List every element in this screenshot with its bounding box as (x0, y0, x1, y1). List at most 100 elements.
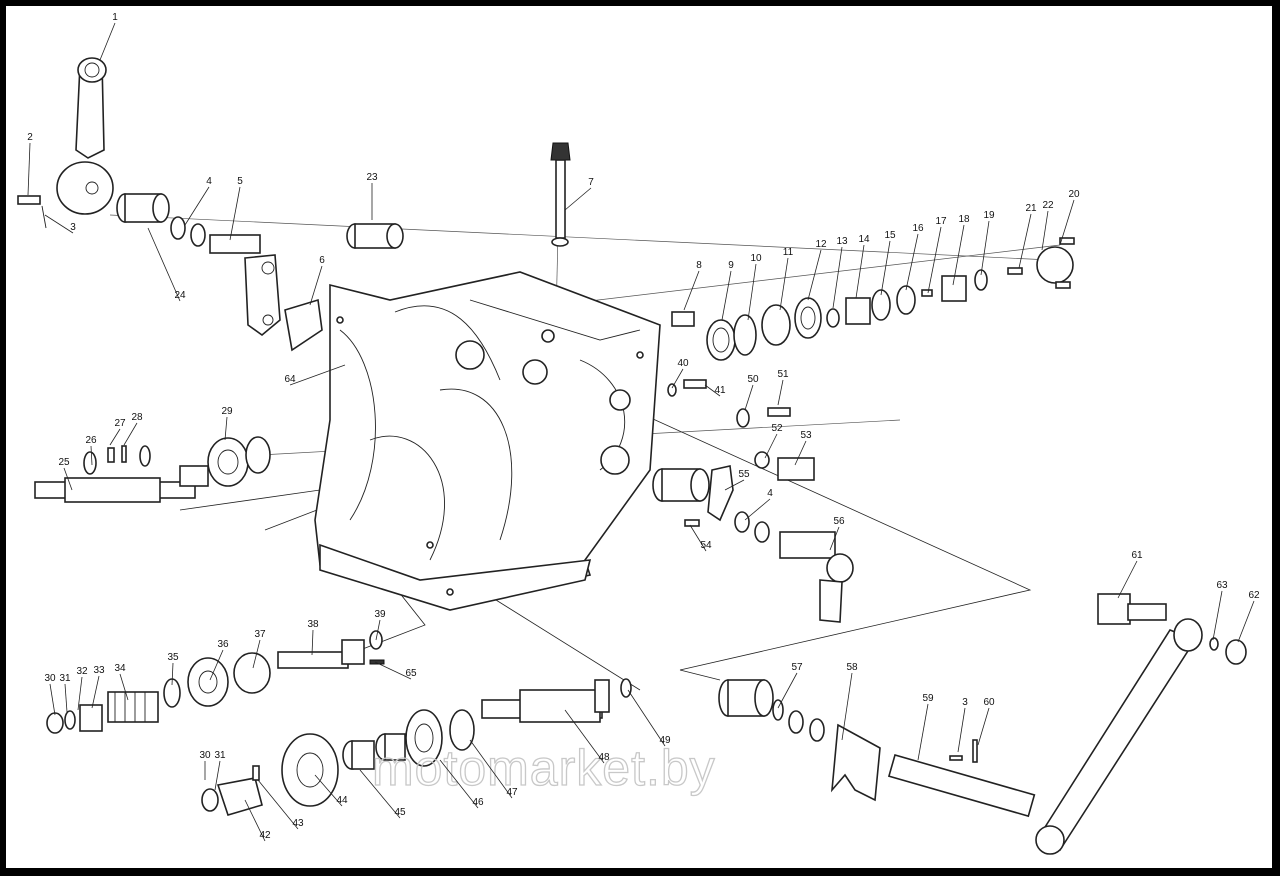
callout-leader (671, 368, 684, 389)
callout-leader (829, 526, 840, 551)
watermark-text: motomarket.by (372, 740, 716, 796)
callout-leader (747, 263, 757, 321)
callout-number: 33 (93, 665, 105, 676)
callout-number: 25 (58, 457, 70, 468)
callout-leader (99, 22, 116, 61)
callout-leader (469, 739, 513, 799)
callout-leader (439, 759, 479, 809)
callout-leader (764, 433, 778, 459)
callout-leader (119, 673, 129, 701)
callout-leader (49, 683, 56, 716)
callout-leader (689, 524, 707, 552)
callout-number: 17 (935, 216, 947, 227)
callout-leader (777, 672, 798, 709)
callout-leader (957, 707, 966, 753)
callout-leader (952, 224, 965, 286)
callout-leader (1237, 600, 1255, 643)
callout-leader (374, 661, 412, 680)
callout-number: 55 (738, 469, 750, 480)
callout-leader (44, 214, 74, 234)
callout-number: 1 (112, 12, 118, 23)
shaft-assembly-upper-left (116, 193, 323, 352)
callout-leader (109, 428, 121, 446)
shift-shaft-assembly (652, 465, 854, 623)
callout-number: 49 (659, 735, 671, 746)
callout-number: 15 (884, 230, 896, 241)
lower-left-gear-stack (46, 630, 385, 734)
callout-leader (627, 689, 666, 747)
sleeve-part-23 (346, 223, 404, 249)
callout-number: 58 (846, 662, 858, 673)
callout-number: 46 (472, 797, 484, 808)
callout-number: 36 (217, 639, 229, 650)
callout-leader (564, 709, 605, 764)
callout-number: 13 (836, 236, 848, 247)
callout-leader (64, 683, 68, 713)
callout-leader (63, 467, 73, 491)
callout-leader (1041, 210, 1049, 251)
callout-number: 4 (206, 176, 212, 187)
callout-number: 3 (70, 222, 76, 233)
callout-leader (977, 707, 990, 746)
callout-leader (27, 142, 31, 196)
callout-number: 62 (1248, 590, 1260, 601)
callout-leader (721, 270, 732, 321)
callout-leader (1212, 590, 1223, 641)
callout-number: 22 (1042, 200, 1054, 211)
callout-leader (224, 416, 228, 441)
callout-leader (807, 249, 822, 301)
callout-number: 19 (983, 210, 995, 221)
callout-leader (252, 639, 261, 669)
callout-number: 24 (174, 290, 186, 301)
callout-number: 28 (131, 412, 143, 423)
callout-number: 29 (221, 406, 233, 417)
callout-leader (980, 220, 990, 276)
callout-number: 6 (319, 255, 325, 266)
callout-number: 61 (1131, 550, 1143, 561)
callout-number: 56 (833, 516, 845, 527)
callout-leader (257, 779, 299, 830)
callout-number: 27 (114, 418, 126, 429)
callout-leader (683, 270, 700, 311)
callout-number: 10 (750, 253, 762, 264)
callout-leader (359, 769, 401, 819)
callout-number: 57 (791, 662, 803, 673)
callout-number: 45 (394, 807, 406, 818)
callout-leader (309, 265, 323, 306)
callout-leader (744, 498, 771, 521)
callout-leader (704, 384, 721, 397)
callout-number: 20 (1068, 189, 1080, 200)
callout-leader (289, 364, 346, 386)
callout-number: 3 (962, 697, 968, 708)
callout-leader (314, 774, 343, 807)
callout-leader (855, 244, 865, 299)
callout-leader (244, 799, 266, 842)
callout-number: 53 (800, 430, 812, 441)
callout-leader (1059, 199, 1075, 246)
callout-number: 8 (696, 260, 702, 271)
callout-leader (880, 240, 891, 296)
callout-number: 12 (815, 239, 827, 250)
callout-number: 44 (336, 795, 348, 806)
callout-number: 31 (214, 750, 226, 761)
callout-number: 43 (292, 818, 304, 829)
callout-number: 54 (700, 540, 712, 551)
callout-leader (1117, 560, 1138, 599)
gearbox-housing (314, 271, 661, 611)
callout-leader (123, 422, 138, 446)
callout-number: 23 (366, 172, 378, 183)
callout-number: 2 (27, 132, 33, 143)
callout-number: 59 (922, 693, 934, 704)
callout-number: 18 (958, 214, 970, 225)
callout-number: 30 (44, 673, 56, 684)
callout-number: 7 (588, 177, 594, 188)
callout-leader (724, 479, 745, 491)
callout-number: 48 (598, 752, 610, 763)
right-shaft-components (671, 237, 1075, 361)
callout-leader (90, 445, 93, 466)
callout-number: 9 (728, 260, 734, 271)
callout-number: 35 (167, 652, 179, 663)
lever-arm-part-1 (17, 57, 114, 229)
callout-number: 63 (1216, 580, 1228, 591)
